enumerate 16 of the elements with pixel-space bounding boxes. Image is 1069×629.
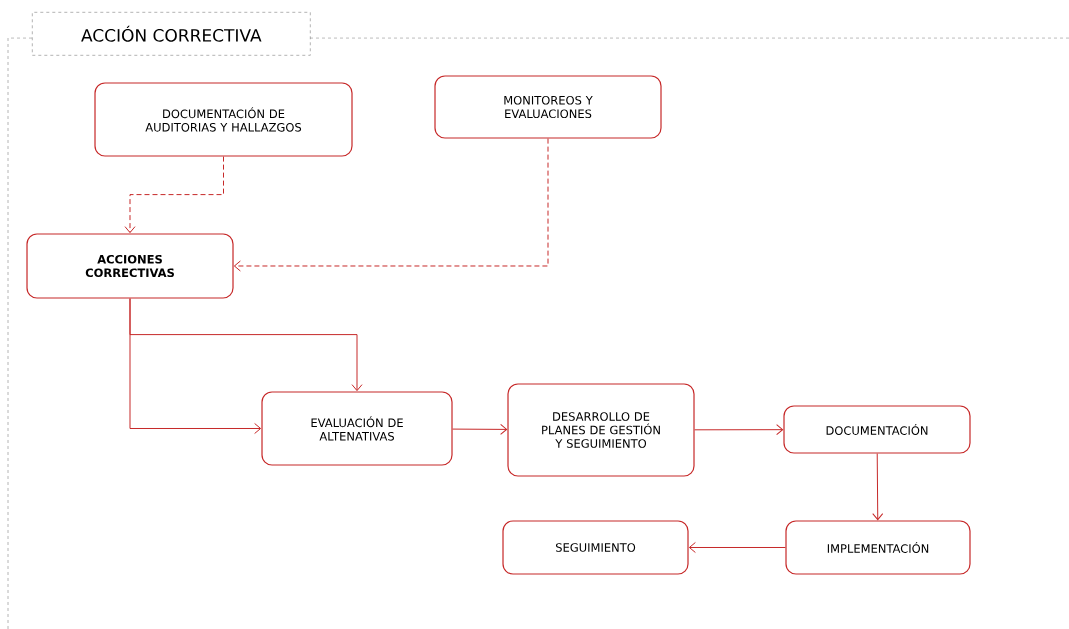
arrow: [694, 424, 784, 436]
process-box: ACCIONES CORRECTIVAS: [26, 233, 234, 299]
arrow: [124, 156, 224, 234]
arrow: [233, 138, 549, 272]
arrow: [872, 453, 884, 521]
process-box: MONITOREOS Y EVALUACIONES: [434, 75, 662, 139]
process-box: DOCUMENTACIÓN: [783, 405, 971, 454]
arrow: [129, 298, 262, 434]
process-box: IMPLEMENTACIÓN: [785, 520, 971, 575]
title-box: ACCIÓN CORRECTIVA: [32, 12, 311, 56]
arrow: [688, 542, 786, 553]
process-box: SEGUIMIENTO: [502, 520, 689, 575]
process-box: EVALUACIÓN DE ALTENATIVAS: [261, 391, 453, 466]
arrow: [452, 423, 508, 435]
process-box: DOCUMENTACIÓN DE AUDITORIAS Y HALLAZGOS: [94, 82, 353, 157]
process-box: DESARROLLO DE PLANES DE GESTIÓN Y SEGUIMIENTO: [507, 383, 695, 477]
